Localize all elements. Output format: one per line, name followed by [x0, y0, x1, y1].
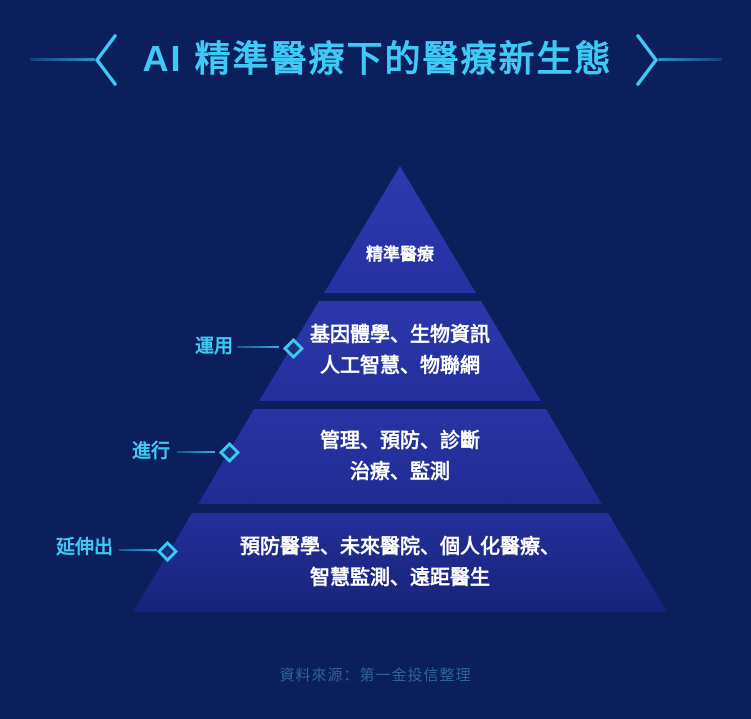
pyramid-level-4: 預防醫學、未來醫院、個人化醫療、 智慧監測、遠距醫生: [133, 513, 667, 612]
angle-bracket-right-icon: [636, 34, 658, 86]
level-4-text-line-1: 預防醫學、未來醫院、個人化醫療、: [240, 535, 560, 558]
page-title: AI 精準醫療下的醫療新生態: [142, 38, 613, 79]
data-source-note: 資料來源：第一金投信整理: [279, 667, 472, 684]
callout-label-level-4: 延伸出: [55, 537, 113, 558]
callout-label-level-3: 進行: [131, 441, 170, 462]
pyramid-level-3: 管理、預防、診斷 治療、監測: [198, 409, 602, 504]
pyramid-level-1: 精準醫療: [324, 166, 476, 293]
angle-bracket-left-icon: [95, 34, 117, 86]
title-left-line: [30, 58, 95, 61]
level-3-text-line-2: 治療、監測: [350, 460, 450, 483]
level-3-text-line-1: 管理、預防、診斷: [320, 429, 480, 452]
callout-connector-level-3: [177, 451, 215, 453]
title-right-line: [658, 58, 722, 61]
callout-label-level-2: 運用: [194, 336, 233, 357]
callout-connector-level-4: [119, 549, 157, 551]
level-2-text-line-2: 人工智慧、物聯網: [320, 355, 480, 377]
level-2-text-line-1: 基因體學、生物資訊: [310, 324, 490, 346]
callout-connector-level-2: [237, 346, 279, 348]
level-4-text-line-2: 智慧監測、遠距醫生: [310, 566, 490, 589]
level-1-text: 精準醫療: [366, 245, 434, 264]
